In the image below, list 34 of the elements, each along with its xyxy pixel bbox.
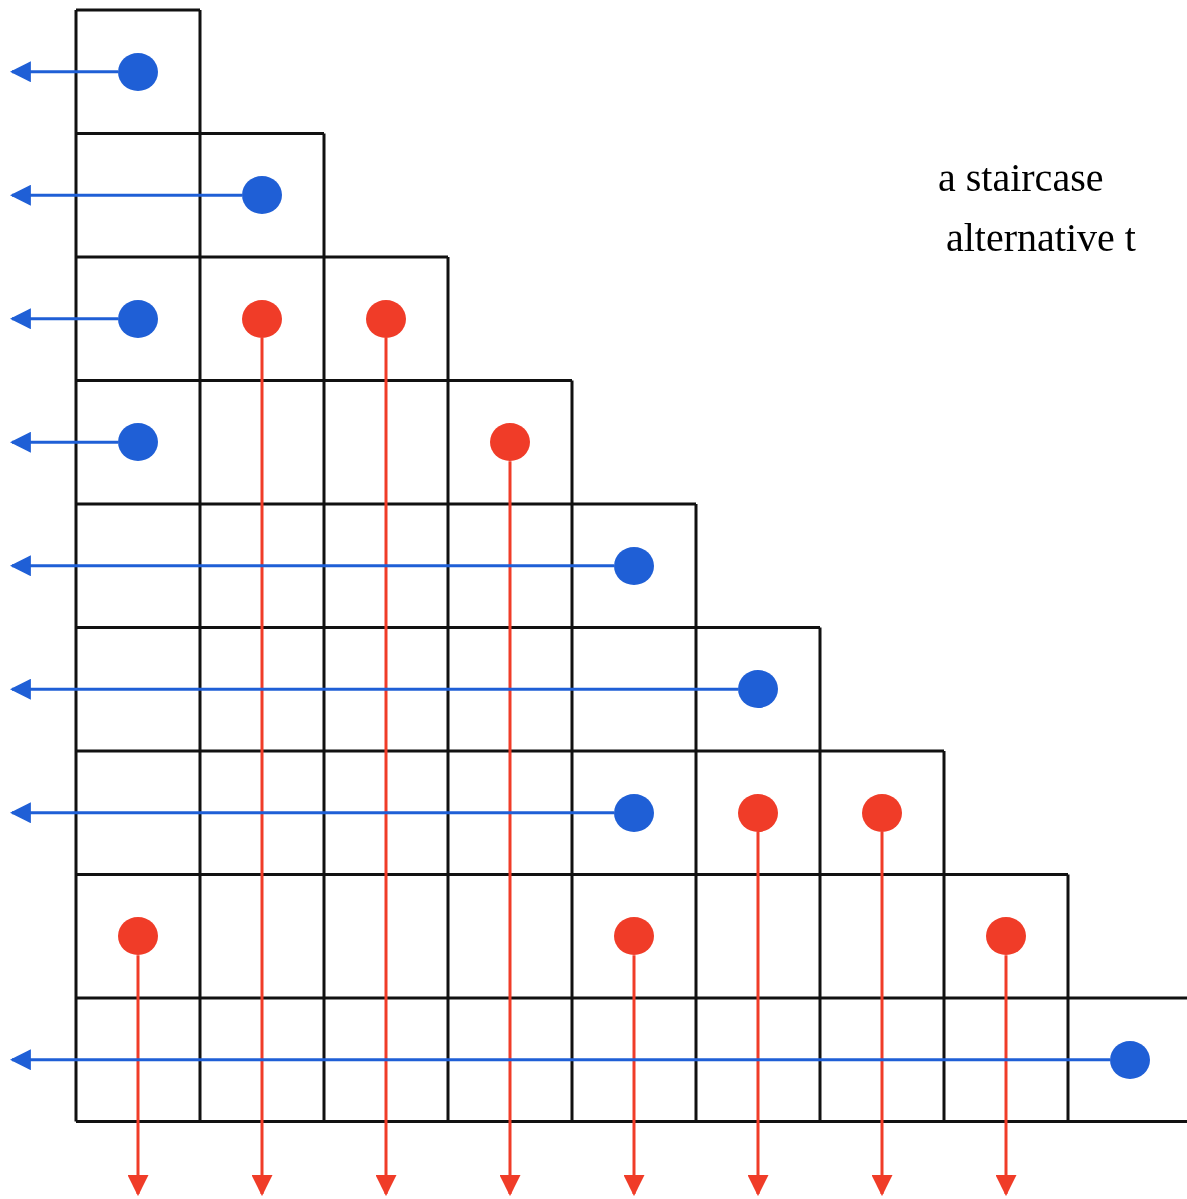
arrow — [9, 308, 118, 330]
dot — [986, 917, 1026, 956]
arrow — [995, 955, 1017, 1197]
arrow — [9, 61, 118, 83]
dot — [118, 423, 158, 462]
arrow — [127, 955, 149, 1197]
arrow — [9, 1049, 1110, 1071]
dot — [614, 546, 654, 585]
dot — [242, 299, 282, 338]
note-text: a staircase — [938, 158, 1104, 198]
dot — [1110, 1040, 1150, 1079]
arrow — [499, 461, 521, 1197]
dot — [242, 176, 282, 215]
arrow — [871, 831, 893, 1197]
dot — [118, 917, 158, 956]
dot — [738, 670, 778, 709]
arrow — [9, 555, 614, 577]
dot — [490, 423, 530, 462]
dot — [614, 917, 654, 956]
dot — [614, 793, 654, 832]
arrow — [9, 431, 118, 453]
note-text: alternative t — [946, 218, 1136, 258]
dot — [738, 793, 778, 832]
arrow — [9, 678, 738, 700]
dot — [118, 52, 158, 91]
arrow — [623, 955, 645, 1197]
arrow — [9, 184, 242, 206]
dot — [366, 299, 406, 338]
dot — [862, 793, 902, 832]
arrow — [747, 831, 769, 1197]
dot — [118, 299, 158, 338]
arrow — [251, 337, 273, 1197]
arrow — [375, 337, 397, 1197]
arrow — [9, 802, 614, 824]
